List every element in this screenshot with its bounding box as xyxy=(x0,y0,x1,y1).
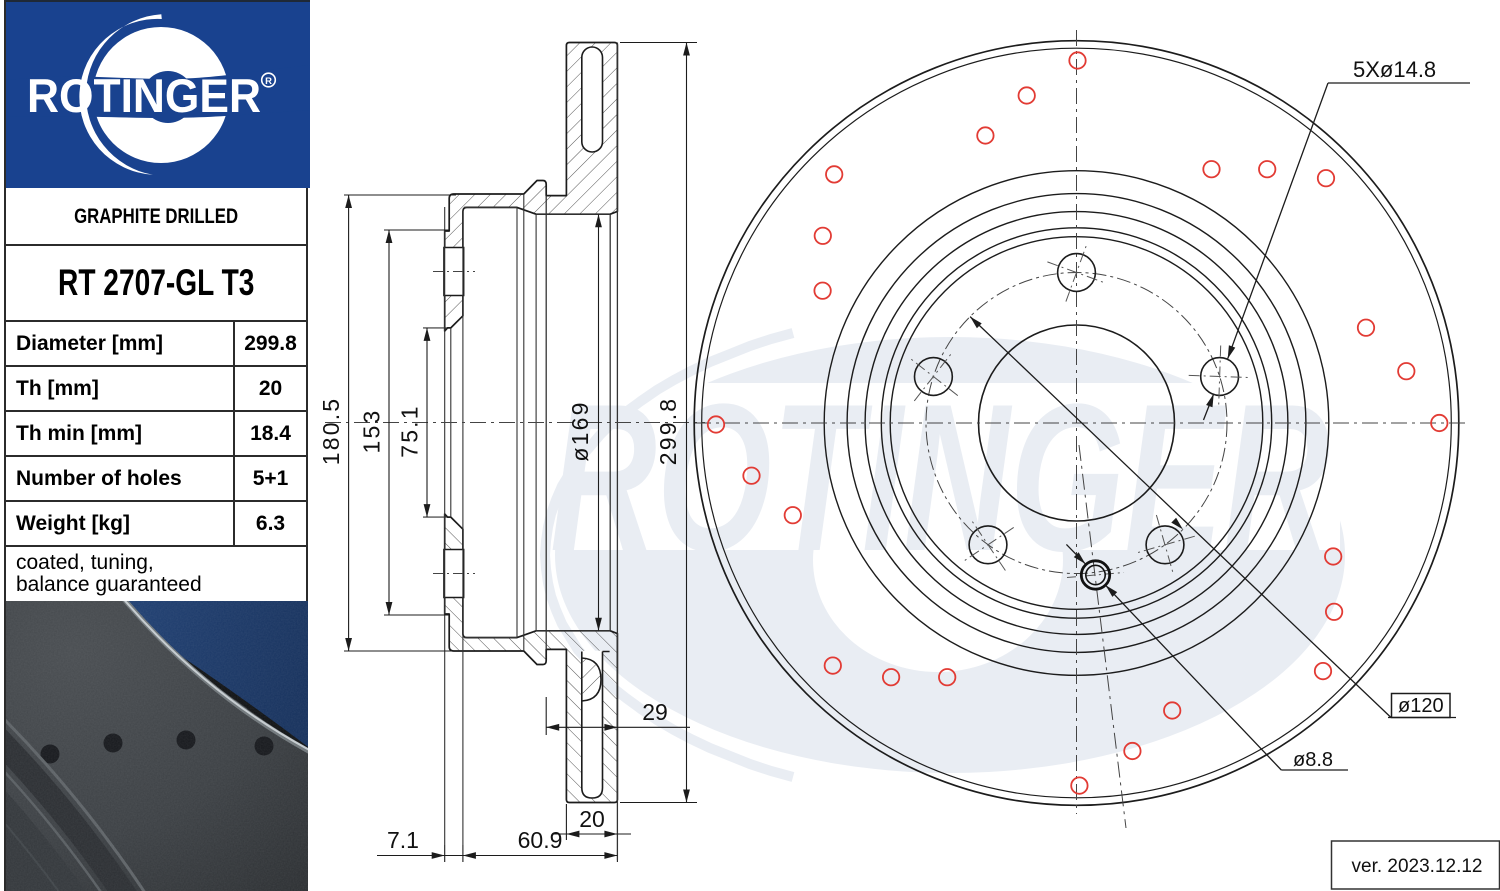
svg-text:29: 29 xyxy=(642,699,668,725)
svg-text:20: 20 xyxy=(579,806,605,832)
svg-text:ver. 2023.12.12: ver. 2023.12.12 xyxy=(1352,856,1483,877)
svg-text:ø8.8: ø8.8 xyxy=(1293,749,1333,771)
svg-text:153: 153 xyxy=(359,409,385,454)
svg-text:180.5: 180.5 xyxy=(318,397,344,466)
svg-text:ROTINGER: ROTINGER xyxy=(550,360,1330,595)
svg-text:R: R xyxy=(265,76,272,87)
svg-text:299.8: 299.8 xyxy=(655,397,681,466)
svg-text:ROTINGER: ROTINGER xyxy=(27,69,261,122)
svg-text:75.1: 75.1 xyxy=(397,404,423,458)
svg-text:7.1: 7.1 xyxy=(387,827,419,853)
svg-text:ø169: ø169 xyxy=(567,400,593,461)
svg-text:ø120: ø120 xyxy=(1398,695,1444,717)
svg-text:5Xø14.8: 5Xø14.8 xyxy=(1353,57,1436,82)
svg-text:60.9: 60.9 xyxy=(518,827,563,853)
